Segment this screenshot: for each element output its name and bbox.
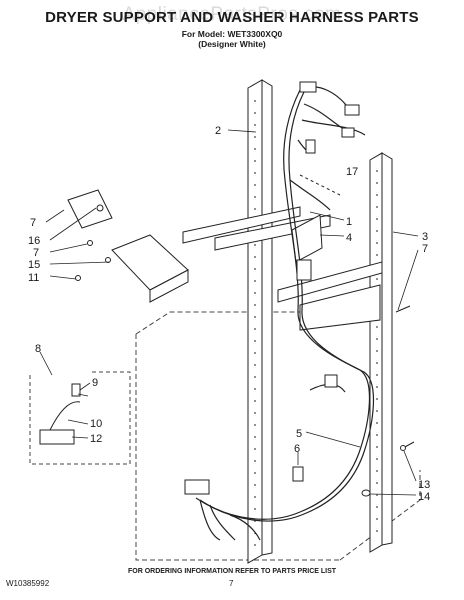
callout-1: 1 — [346, 216, 352, 228]
strap-bracket-assembly — [67, 189, 189, 303]
callout-14: 14 — [418, 491, 430, 503]
left-support-post — [247, 79, 273, 564]
ordering-note: FOR ORDERING INFORMATION REFER TO PARTS … — [127, 568, 337, 575]
leader-lines — [39, 129, 419, 496]
document-number: W10385992 — [6, 579, 50, 588]
callout-7a: 7 — [30, 217, 36, 229]
callout-4: 4 — [346, 232, 352, 244]
leader-17 — [299, 174, 341, 196]
harness-connectors — [184, 81, 360, 495]
callout-17: 17 — [346, 166, 358, 178]
callout-numbers: 1 2 3 4 5 6 7 7 7 8 9 10 11 12 13 14 15 … — [28, 125, 430, 503]
callout-11: 11 — [28, 272, 39, 284]
callout-7c: 7 — [422, 243, 428, 255]
ground-screw-assembly — [361, 305, 415, 497]
callout-3: 3 — [422, 231, 428, 243]
callout-15: 15 — [28, 259, 40, 271]
callout-12: 12 — [90, 433, 102, 445]
callout-13: 13 — [418, 479, 430, 491]
callout-5: 5 — [296, 428, 302, 440]
variant-line: (Designer White) — [198, 39, 266, 49]
callout-16: 16 — [28, 235, 40, 247]
callout-7b: 7 — [33, 247, 39, 259]
callout-8: 8 — [35, 343, 41, 355]
right-support-post — [369, 152, 393, 553]
callout-10: 10 — [90, 418, 102, 430]
callout-6: 6 — [294, 443, 300, 455]
page-number: 7 — [229, 579, 234, 588]
cross-brace — [182, 206, 331, 251]
callout-9: 9 — [92, 377, 98, 389]
component-8-detail — [29, 371, 131, 465]
callout-2: 2 — [215, 125, 221, 137]
model-line: For Model: WET3300XQ0 — [181, 29, 283, 39]
watermark: AppliancePartsPros.com — [122, 4, 342, 25]
page-title: DRYER SUPPORT AND WASHER HARNESS PARTS — [45, 9, 419, 26]
lower-brace — [277, 261, 383, 331]
